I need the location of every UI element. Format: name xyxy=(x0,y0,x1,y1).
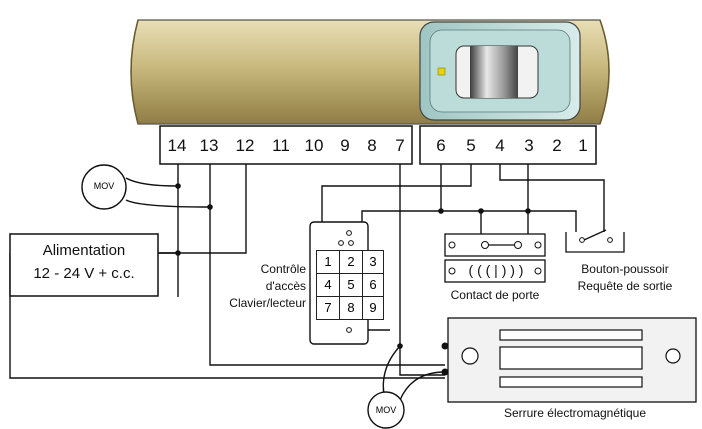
keypad-label-line2: d'accès xyxy=(265,279,306,293)
power-supply-voltage: 12 - 24 V + c.c. xyxy=(33,265,135,282)
terminal-13: 13 xyxy=(199,136,219,155)
junction-dots xyxy=(175,183,531,376)
sensor-housing xyxy=(130,19,610,125)
keypad-label-line3: Clavier/lecteur xyxy=(229,296,306,310)
keypad-key-7: 7 xyxy=(316,296,340,320)
power-supply-title: Alimentation xyxy=(42,242,126,259)
terminal-block-right xyxy=(419,125,597,165)
power-supply-box xyxy=(9,233,159,297)
terminal-3: 3 xyxy=(524,136,534,155)
keypad-key-2: 2 xyxy=(339,250,363,274)
keypad-key-6: 6 xyxy=(362,273,384,297)
terminal-12: 12 xyxy=(235,136,255,155)
mov-bottom-label: MOV xyxy=(375,405,397,415)
lock-label: Serrure électromagnétique xyxy=(503,406,647,420)
mov-top-circle xyxy=(81,164,127,210)
terminal-8: 8 xyxy=(367,136,377,155)
terminal-14: 14 xyxy=(167,136,187,155)
keypad-key-5: 5 xyxy=(339,273,363,297)
terminal-4: 4 xyxy=(495,136,505,155)
keypad-label-line1: Contrôle xyxy=(260,262,306,276)
keypad-key-4: 4 xyxy=(316,273,340,297)
terminal-11: 11 xyxy=(272,136,290,155)
terminal-9: 9 xyxy=(340,136,350,155)
wires xyxy=(9,164,605,401)
push-button-label-line1: Bouton-poussoir xyxy=(581,262,669,276)
keypad-key-9: 9 xyxy=(362,296,384,320)
terminal-7: 7 xyxy=(395,136,405,155)
electromagnetic-lock xyxy=(447,317,697,403)
door-contact xyxy=(444,233,546,283)
terminal-1: 1 xyxy=(578,136,588,155)
mov-top-label: MOV xyxy=(93,181,115,191)
keypad-key-8: 8 xyxy=(339,296,363,320)
terminal-5: 5 xyxy=(466,136,476,155)
terminal-10: 10 xyxy=(304,136,324,155)
keypad-key-3: 3 xyxy=(362,250,384,274)
terminal-6: 6 xyxy=(436,136,446,155)
mov-bottom-circle xyxy=(367,391,405,429)
push-button-label-line2: Requête de sortie xyxy=(577,279,673,293)
push-button-switch xyxy=(565,229,625,253)
door-contact-label: Contact de porte xyxy=(450,288,540,302)
door-contact-magnet-glyphs: ( ( ( | ) ) ) xyxy=(468,262,524,278)
terminal-block-left xyxy=(159,125,413,165)
keypad-key-1: 1 xyxy=(316,250,340,274)
terminal-2: 2 xyxy=(552,136,562,155)
